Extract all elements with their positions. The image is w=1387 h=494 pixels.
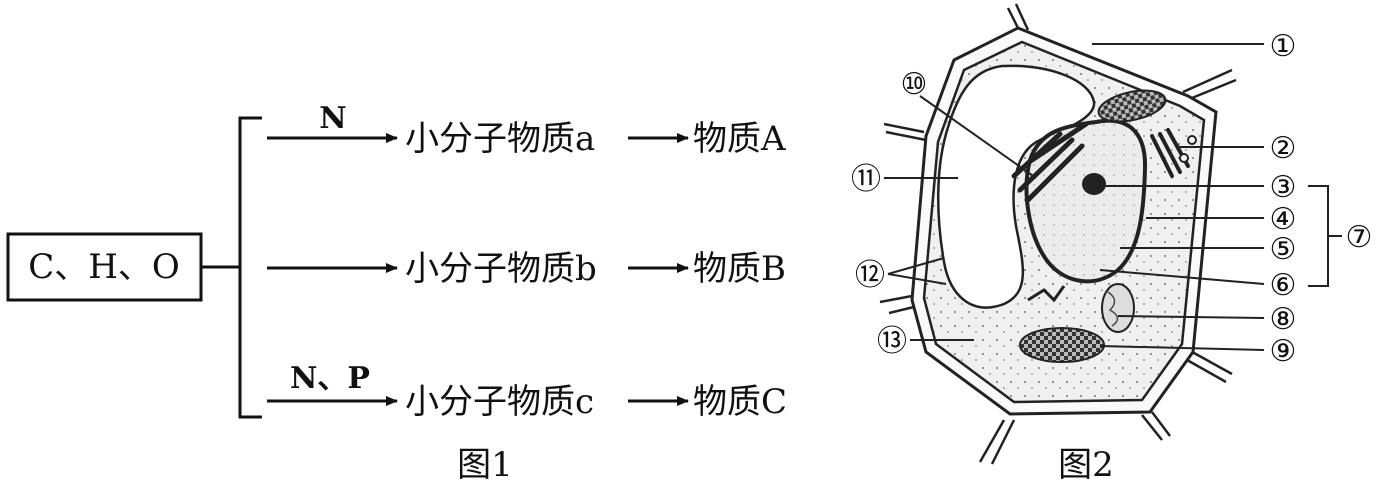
substance-A: 物质A — [693, 119, 786, 159]
substance-B: 物质B — [693, 249, 786, 289]
label-10: ⑩ — [901, 67, 928, 102]
branch-c-elements: N、P — [290, 361, 370, 396]
nucleus — [1024, 118, 1148, 284]
figure1-caption: 图1 — [457, 445, 513, 485]
branch-a-element: N — [319, 101, 346, 136]
label-7: ⑦ — [1346, 220, 1373, 255]
vacuole — [937, 64, 1096, 309]
label-3: ③ — [1270, 170, 1297, 205]
label-6: ⑥ — [1270, 268, 1297, 303]
chloroplast-top — [1097, 89, 1167, 123]
small-molecule-a: 小分子物质a — [405, 119, 595, 159]
chloroplast-bottom — [1019, 327, 1105, 363]
label-12: ⑫ — [855, 258, 885, 293]
label-5: ⑤ — [1270, 232, 1297, 267]
label-1: ① — [1270, 29, 1297, 64]
substance-C: 物质C — [693, 382, 787, 422]
branch-bracket — [238, 116, 262, 419]
ribosome-cluster — [1027, 285, 1066, 303]
source-box — [6, 232, 203, 302]
label-2: ② — [1270, 131, 1297, 166]
nucleolus — [1082, 173, 1106, 195]
small-molecule-c: 小分子物质c — [405, 382, 594, 422]
label-8: ⑧ — [1270, 302, 1297, 337]
leader-lines — [884, 43, 1342, 351]
label-4: ④ — [1270, 202, 1297, 237]
source-label: C、H、O — [28, 247, 180, 287]
label-13: ⑬ — [877, 324, 907, 359]
figure1: C、H、O N 小分子物质a 物质A 小分子物质b 物质B N、P 小分子物质c… — [6, 101, 787, 485]
label-11: ⑪ — [851, 162, 881, 197]
neighbour-walls — [879, 3, 1237, 465]
figure2-caption: 图2 — [1058, 445, 1114, 485]
label-9: ⑨ — [1270, 334, 1297, 369]
small-molecule-b: 小分子物质b — [405, 249, 597, 289]
mitochondrion — [1101, 283, 1135, 333]
figure2-plant-cell: ① ② ③ ④ ⑤ ⑥ ⑦ ⑧ ⑨ ⑩ ⑪ ⑫ ⑬ 图2 — [851, 3, 1373, 485]
